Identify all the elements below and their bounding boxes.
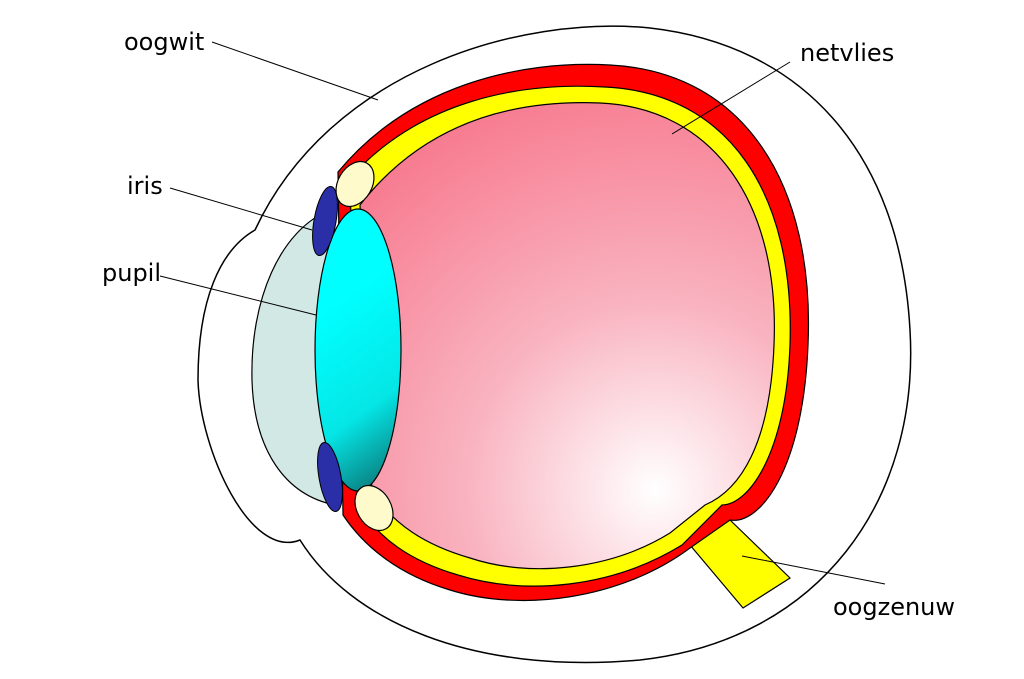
ciliary-body-bottom [354, 484, 394, 532]
leader-oogwit [211, 41, 379, 101]
label-pupil: pupil [102, 259, 161, 287]
leader-oogzenuw [741, 555, 886, 585]
iris-top [312, 185, 338, 257]
label-netvlies: netvlies [800, 39, 894, 67]
leader-iris [169, 187, 313, 231]
label-oogwit: oogwit [124, 28, 204, 56]
label-iris: iris [127, 172, 163, 200]
leader-pupil [159, 275, 317, 316]
ciliary-body-top [335, 160, 375, 208]
vitreous-body [359, 102, 775, 570]
label-oogzenuw: oogzenuw [833, 593, 955, 621]
iris-bottom [317, 441, 343, 513]
leader-netvlies [671, 61, 791, 135]
anterior-chamber [251, 209, 336, 506]
